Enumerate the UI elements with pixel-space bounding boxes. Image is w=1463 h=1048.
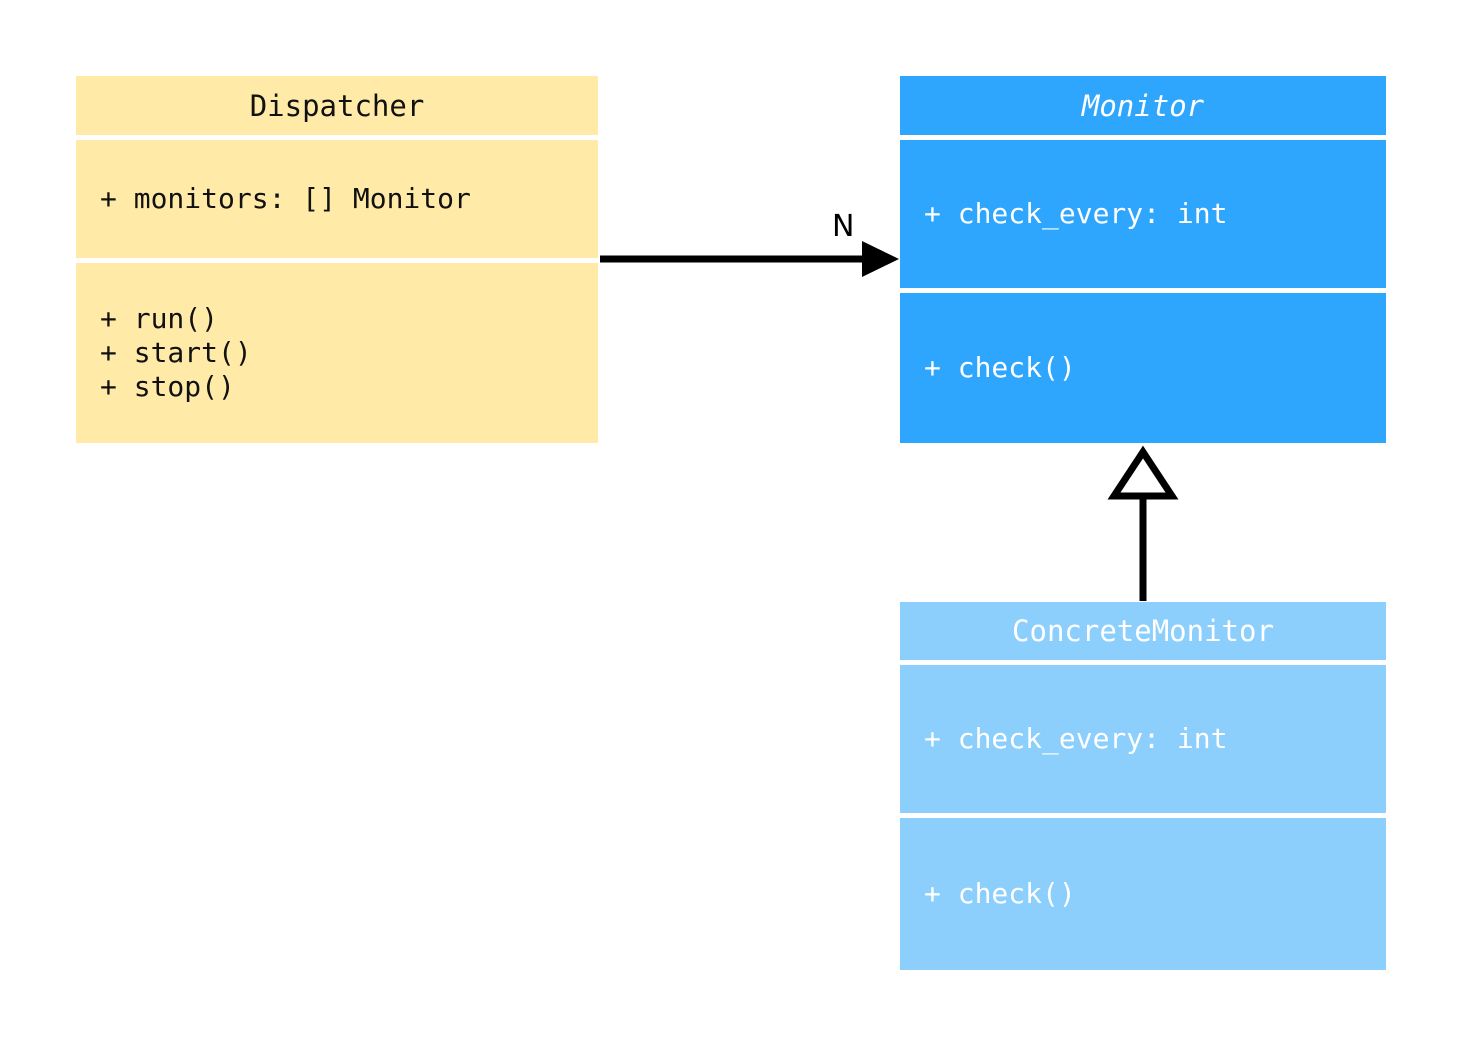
filled-triangle-arrowhead-icon (862, 241, 899, 277)
attribute-row: + monitors: [] Monitor (100, 182, 471, 215)
class-methods-monitor: + check() (900, 293, 1386, 443)
generalization-concrete-monitor (1107, 445, 1179, 601)
class-box-monitor[interactable]: Monitor + check_every: int + check() (900, 76, 1386, 443)
class-box-concrete-monitor[interactable]: ConcreteMonitor + check_every: int + che… (900, 602, 1386, 970)
method-row: + check() (924, 351, 1076, 384)
hollow-triangle-arrowhead-icon (1107, 445, 1179, 500)
association-dispatcher-monitor (600, 241, 899, 277)
attribute-row: + check_every: int (924, 722, 1228, 755)
attribute-row: + check_every: int (924, 197, 1228, 230)
class-methods-dispatcher: + run() + start() + stop() (76, 263, 598, 443)
association-multiplicity-label: N (832, 209, 855, 244)
class-title-dispatcher: Dispatcher (76, 76, 598, 135)
class-title-concrete-monitor: ConcreteMonitor (900, 602, 1386, 660)
class-attributes-concrete-monitor: + check_every: int (900, 665, 1386, 813)
class-methods-concrete-monitor: + check() (900, 818, 1386, 970)
method-row: + run() (100, 302, 219, 335)
method-row: + check() (924, 877, 1076, 910)
class-title-monitor: Monitor (900, 76, 1386, 135)
method-row: + start() (100, 336, 252, 369)
class-box-dispatcher[interactable]: Dispatcher + monitors: [] Monitor + run(… (76, 76, 598, 443)
class-attributes-monitor: + check_every: int (900, 140, 1386, 288)
class-attributes-dispatcher: + monitors: [] Monitor (76, 140, 598, 258)
method-row: + stop() (100, 370, 235, 403)
